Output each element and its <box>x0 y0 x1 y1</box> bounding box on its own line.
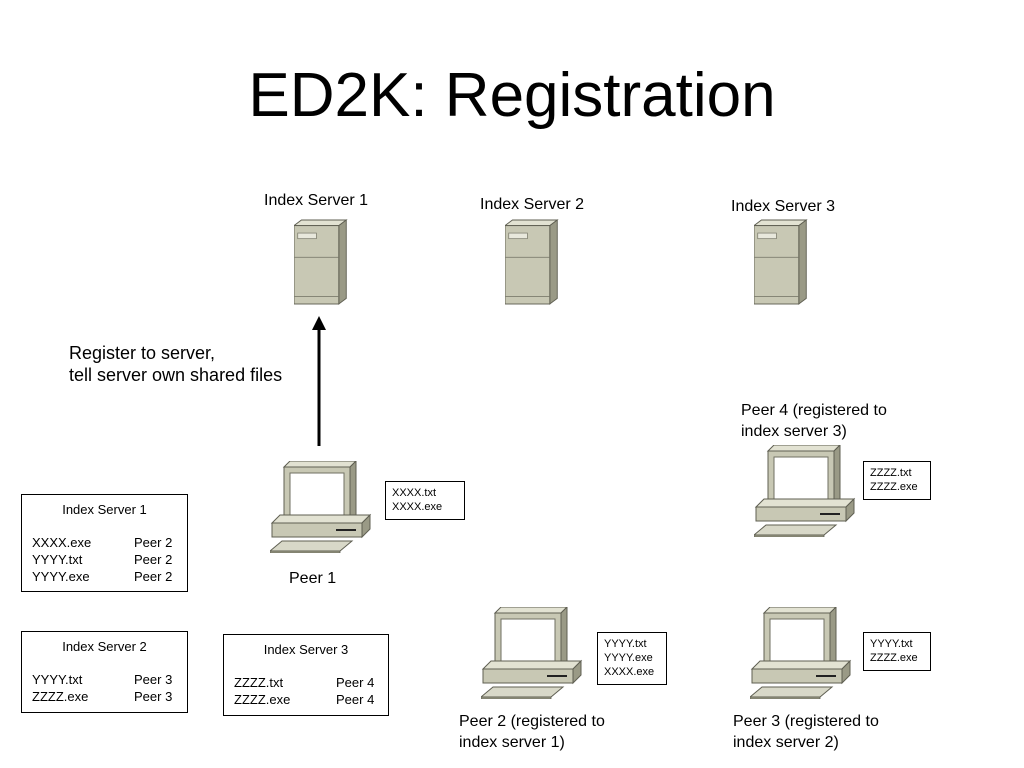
peer-1-file: XXXX.txt <box>392 487 437 499</box>
index-server-3-label: Index Server 3 <box>731 198 836 215</box>
table-cell-peer: Peer 3 <box>134 672 173 687</box>
index-server-1-label: Index Server 1 <box>264 192 369 209</box>
table-cell-file: YYYY.txt <box>32 552 83 567</box>
table-cell-file: YYYY.txt <box>32 672 83 687</box>
peer-4-file: ZZZZ.txt <box>870 467 912 479</box>
peer-3-label-line-1: Peer 3 (registered to <box>733 713 879 730</box>
table-row: ZZZZ.exe Peer 3 <box>22 688 187 705</box>
peer-4-file: ZZZZ.exe <box>870 481 918 493</box>
peer-4-computer-icon <box>754 445 855 537</box>
index-table-title: Index Server 2 <box>62 639 147 654</box>
table-cell-file: ZZZZ.exe <box>32 689 89 704</box>
peer-1-label: Peer 1 <box>289 570 337 587</box>
peer-1-file-list: XXXX.txt XXXX.exe <box>385 481 465 520</box>
table-row: YYYY.txt Peer 2 <box>22 551 187 568</box>
table-row: ZZZZ.txt Peer 4 <box>224 674 388 691</box>
table-row: XXXX.exe Peer 2 <box>22 534 187 551</box>
index-table-title: Index Server 1 <box>62 502 147 517</box>
peer-4-label-line-1: Peer 4 (registered to <box>741 402 887 419</box>
table-cell-peer: Peer 4 <box>336 675 375 690</box>
index-table-title: Index Server 3 <box>263 642 349 657</box>
index-table-server-2: Index Server 2 YYYY.txt Peer 3 ZZZZ.exe … <box>21 631 188 713</box>
table-row: YYYY.txt Peer 3 <box>22 671 187 688</box>
table-row: YYYY.exe Peer 2 <box>22 568 187 585</box>
index-table-server-3: Index Server 3 ZZZZ.txt Peer 4 ZZZZ.exe … <box>223 634 389 716</box>
peer-4-label-line-2: index server 3) <box>741 423 847 440</box>
peer-1-file: XXXX.exe <box>392 501 443 513</box>
index-server-2-label: Index Server 2 <box>480 196 585 213</box>
table-cell-peer: Peer 3 <box>134 689 173 704</box>
peer-3-file: ZZZZ.exe <box>870 652 918 664</box>
peer-2-computer-icon <box>481 607 582 699</box>
peer-2-file: YYYY.txt <box>604 638 647 650</box>
callout-line-2: tell server own shared files <box>69 365 283 385</box>
table-cell-peer: Peer 2 <box>134 535 173 550</box>
page-title: ED2K: Registration <box>248 61 776 130</box>
peer-3-file: YYYY.txt <box>870 638 913 650</box>
peer-2-label: Peer 2 (registered to index server 1) <box>459 711 605 753</box>
peer-3-label: Peer 3 (registered to index server 2) <box>733 711 879 753</box>
table-cell-file: ZZZZ.exe <box>234 692 291 707</box>
index-table-server-1: Index Server 1 XXXX.exe Peer 2 YYYY.txt … <box>21 494 188 592</box>
table-cell-peer: Peer 2 <box>134 569 173 584</box>
peer-2-file: XXXX.exe <box>604 666 655 678</box>
table-row: ZZZZ.exe Peer 4 <box>224 691 388 708</box>
table-cell-file: XXXX.exe <box>32 535 92 550</box>
peer-3-file-list: YYYY.txt ZZZZ.exe <box>863 632 931 671</box>
registration-callout: Register to server, tell server own shar… <box>69 342 282 386</box>
table-cell-file: YYYY.exe <box>32 569 90 584</box>
peer-2-label-line-1: Peer 2 (registered to <box>459 713 605 730</box>
peer-1-computer-icon <box>270 461 371 553</box>
callout-line-1: Register to server, <box>69 343 216 363</box>
peer-3-computer-icon <box>750 607 851 699</box>
peer-2-file: YYYY.exe <box>604 652 653 664</box>
table-cell-peer: Peer 4 <box>336 692 375 707</box>
peer-2-label-line-2: index server 1) <box>459 734 565 751</box>
peer-4-label: Peer 4 (registered to index server 3) <box>741 400 887 442</box>
peer-3-label-line-2: index server 2) <box>733 734 839 751</box>
peer-4-file-list: ZZZZ.txt ZZZZ.exe <box>863 461 931 500</box>
table-cell-file: ZZZZ.txt <box>234 675 284 690</box>
table-cell-peer: Peer 2 <box>134 552 173 567</box>
peer-2-file-list: YYYY.txt YYYY.exe XXXX.exe <box>597 632 667 685</box>
